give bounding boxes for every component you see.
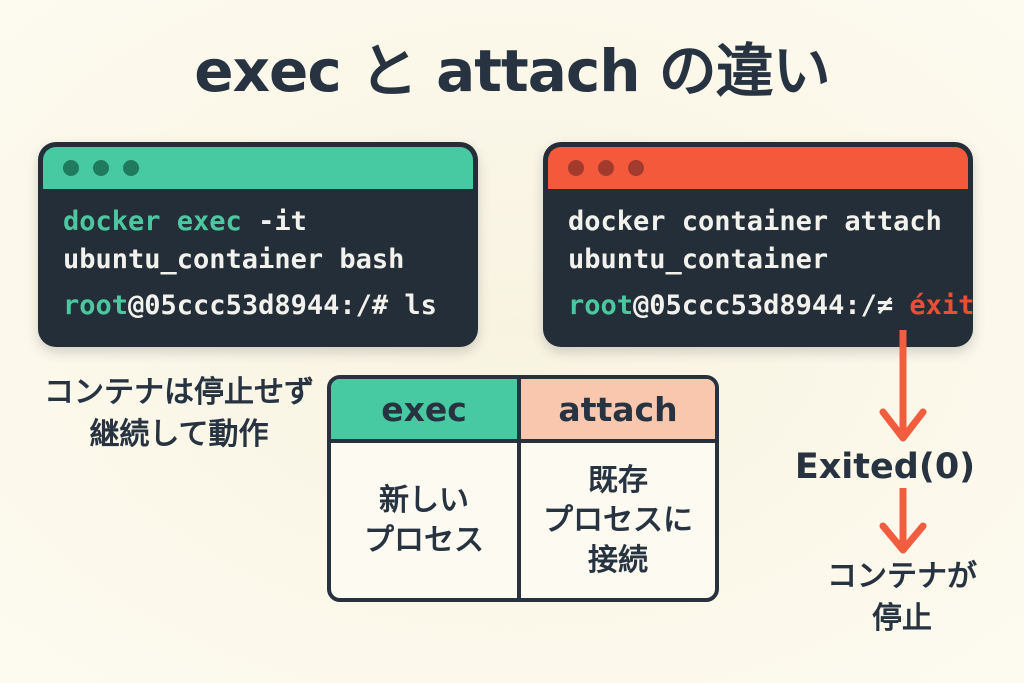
exited-status-label: Exited(0) xyxy=(794,447,976,487)
down-arrow-icon xyxy=(879,488,927,554)
window-dot-icon xyxy=(123,160,139,176)
table-cell-attach-line-3: 接続 xyxy=(588,542,648,578)
table-cell-attach: 既存 プロセスに 接続 xyxy=(521,443,715,598)
table-header-exec: exec xyxy=(331,379,521,443)
table-cell-exec-line-2: プロセス xyxy=(364,522,484,558)
window-dot-icon xyxy=(598,160,614,176)
exec-terminal-window: docker exec -it ubuntu_container bash ro… xyxy=(38,142,478,347)
exec-terminal-body: docker exec -it ubuntu_container bash ro… xyxy=(43,189,473,325)
window-dot-icon xyxy=(63,160,79,176)
exec-note-line-2: 継続して動作 xyxy=(89,417,269,452)
window-dot-icon xyxy=(93,160,109,176)
table-cell-exec-line-1: 新しい xyxy=(379,482,469,518)
attach-prompt-line: root@05ccc53d8944:/≠ éxit xyxy=(568,287,974,325)
exec-command-line-2: ubuntu_container bash xyxy=(63,244,405,275)
attach-terminal-window: docker container attach ubuntu_container… xyxy=(543,142,974,347)
exec-prompt-rest: @05ccc53d8944:/# ls xyxy=(128,290,437,321)
container-stopped-label: コンテナが 停止 xyxy=(808,556,996,640)
attach-exit-command: éxit xyxy=(909,290,975,321)
exec-note: コンテナは停止せず 継続して動作 xyxy=(38,372,320,456)
attach-terminal-titlebar xyxy=(548,147,968,189)
window-dot-icon xyxy=(628,160,644,176)
exec-command-flags: -it xyxy=(241,206,307,237)
exec-command-keyword: docker exec xyxy=(63,206,242,237)
attach-prompt-rest: @05ccc53d8944:/≠ xyxy=(633,290,910,321)
attach-terminal-body: docker container attach ubuntu_container… xyxy=(548,189,974,325)
table-cell-attach-line-2: プロセスに xyxy=(543,502,693,538)
table-cell-attach-line-1: 既存 xyxy=(588,462,648,498)
exec-prompt-user: root xyxy=(63,290,129,321)
down-arrow-icon xyxy=(879,330,927,442)
comparison-table: exec attach 新しい プロセス 既存 プロセスに 接続 xyxy=(327,375,719,602)
window-dot-icon xyxy=(568,160,584,176)
attach-command-line-1: docker container attach xyxy=(568,206,942,237)
exec-note-line-1: コンテナは停止せず xyxy=(44,375,314,410)
container-stopped-line-1: コンテナが xyxy=(827,559,977,594)
page-title: exec と attach の違い xyxy=(194,37,830,105)
exec-terminal-titlebar xyxy=(43,147,473,189)
container-stopped-line-2: 停止 xyxy=(872,601,932,636)
table-header-attach: attach xyxy=(521,379,715,443)
attach-command-line-2: ubuntu_container xyxy=(568,244,829,275)
attach-prompt-user: root xyxy=(568,290,634,321)
exec-prompt-line: root@05ccc53d8944:/# ls xyxy=(63,287,473,325)
exec-command-line-1: docker exec -it xyxy=(63,203,473,241)
table-cell-exec: 新しい プロセス xyxy=(331,443,521,598)
